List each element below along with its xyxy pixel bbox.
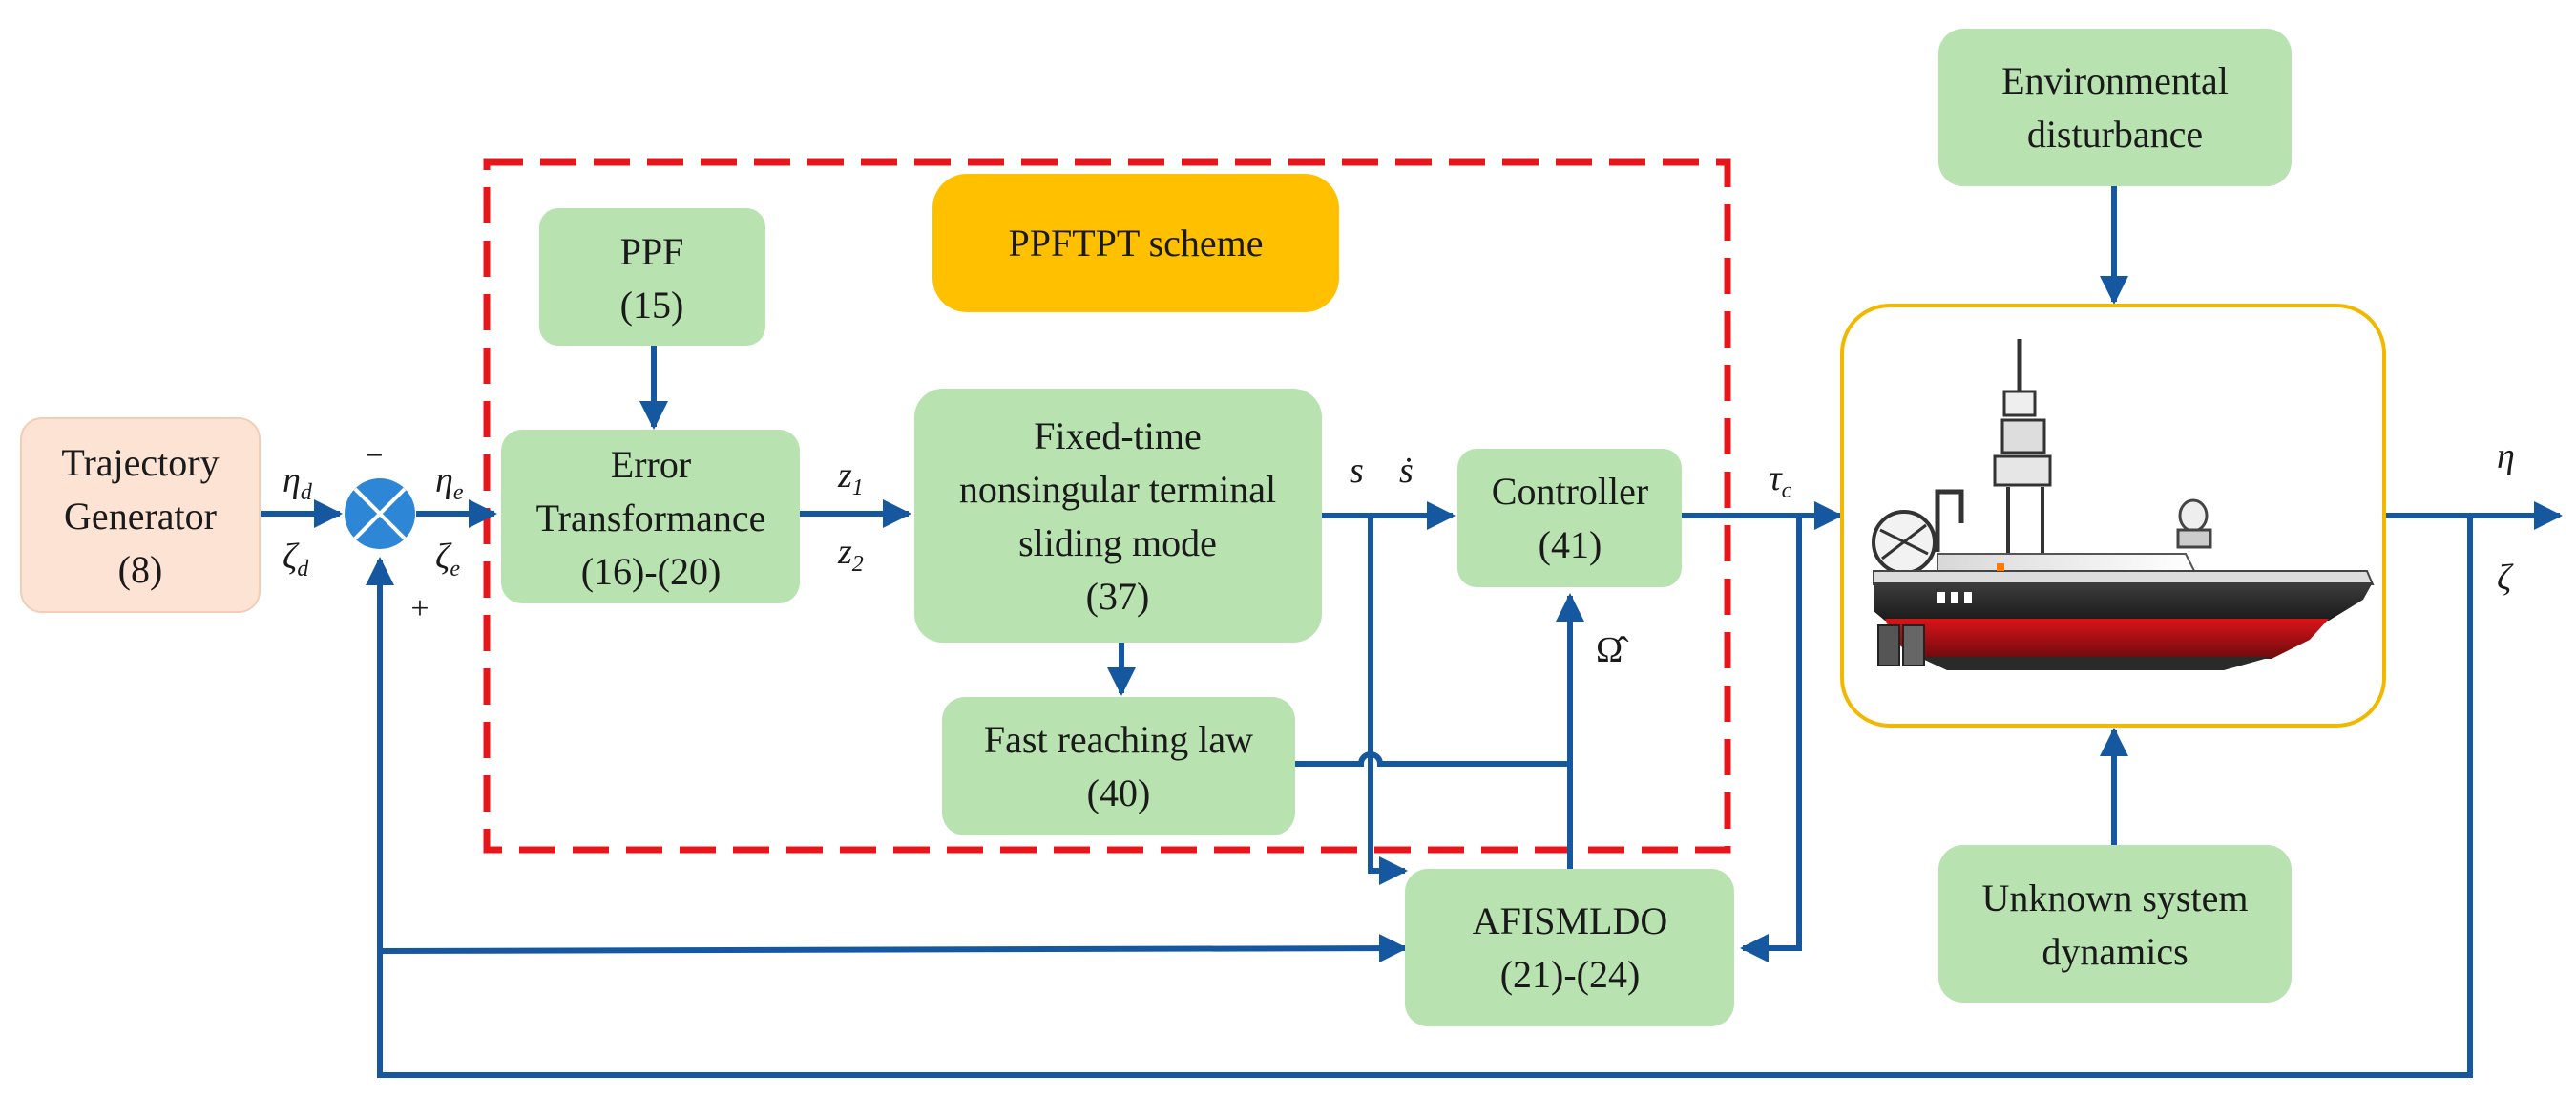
ppf-block: PPF (15) <box>539 208 765 346</box>
summing-junction <box>345 478 415 549</box>
plus-sign: + <box>410 591 429 626</box>
omega-hat-label: Ω̂ <box>1596 630 1629 670</box>
reaching-line-2: (40) <box>1087 771 1151 814</box>
s-dot-label: ṡ <box>1399 451 1414 491</box>
error-line-2: Transformance <box>536 497 766 539</box>
trajectory-line-2: Generator <box>64 495 217 538</box>
sliding-line-3: sliding mode <box>1018 521 1217 564</box>
trajectory-generator-block: Trajectory Generator (8) <box>20 417 261 613</box>
z1-label: z1 <box>837 455 864 500</box>
error-line-3: (16)-(20) <box>581 550 722 593</box>
error-transformance-block: Error Transformance (16)-(20) <box>501 430 800 603</box>
ppftpt-scheme-label: PPFTPT scheme <box>932 174 1339 312</box>
controller-line-2: (41) <box>1539 523 1602 566</box>
unknown-line-1: Unknown system <box>1982 877 2249 919</box>
error-line-1: Error <box>611 443 691 486</box>
sliding-mode-block: Fixed-time nonsingular terminal sliding … <box>914 389 1322 643</box>
fast-reaching-law-block: Fast reaching law (40) <box>942 697 1295 835</box>
signal-labels: ηd ζd ηe ζe z1 z2 s ṡ Ω̂ τc η ζ <box>283 436 2515 670</box>
controller-block: Controller (41) <box>1457 449 1682 587</box>
zeta-output-label: ζ <box>2497 558 2514 598</box>
zeta-e-label: ζe <box>435 537 460 581</box>
ppf-line-2: (15) <box>620 284 684 327</box>
minus-sign: − <box>365 438 383 474</box>
unknown-line-2: dynamics <box>2042 930 2188 973</box>
observer-line-1: AFISMLDO <box>1473 899 1667 942</box>
trajectory-line-3: (8) <box>118 548 163 591</box>
tau-c-label: τc <box>1769 458 1792 503</box>
sliding-line-1: Fixed-time <box>1034 414 1202 457</box>
eta-e-label: ηe <box>435 460 464 505</box>
sliding-line-2: nonsingular terminal <box>959 468 1276 511</box>
trajectory-line-1: Trajectory <box>61 441 219 484</box>
ppf-line-1: PPF <box>620 230 684 273</box>
environmental-disturbance-block: Environmental disturbance <box>1938 29 2292 186</box>
observer-line-2: (21)-(24) <box>1500 953 1641 996</box>
env-line-1: Environmental <box>2001 59 2229 102</box>
s-label: s <box>1350 451 1364 491</box>
env-line-2: disturbance <box>2027 113 2203 156</box>
afismldo-observer-block: AFISMLDO (21)-(24) <box>1405 869 1734 1026</box>
eta-output-label: η <box>2497 436 2515 476</box>
ppftpt-scheme-frame <box>483 158 1731 854</box>
zeta-d-label: ζd <box>283 537 309 581</box>
scheme-text: PPFTPT scheme <box>1008 222 1263 264</box>
reaching-line-1: Fast reaching law <box>984 718 1253 761</box>
usv-boat-icon <box>1872 339 2375 670</box>
eta-d-label: ηd <box>283 460 313 505</box>
unknown-dynamics-block: Unknown system dynamics <box>1938 845 2292 1003</box>
controller-line-1: Controller <box>1492 470 1648 513</box>
z2-label: z2 <box>837 532 864 577</box>
sliding-line-4: (37) <box>1086 575 1150 618</box>
signal-wires <box>260 186 2563 1078</box>
